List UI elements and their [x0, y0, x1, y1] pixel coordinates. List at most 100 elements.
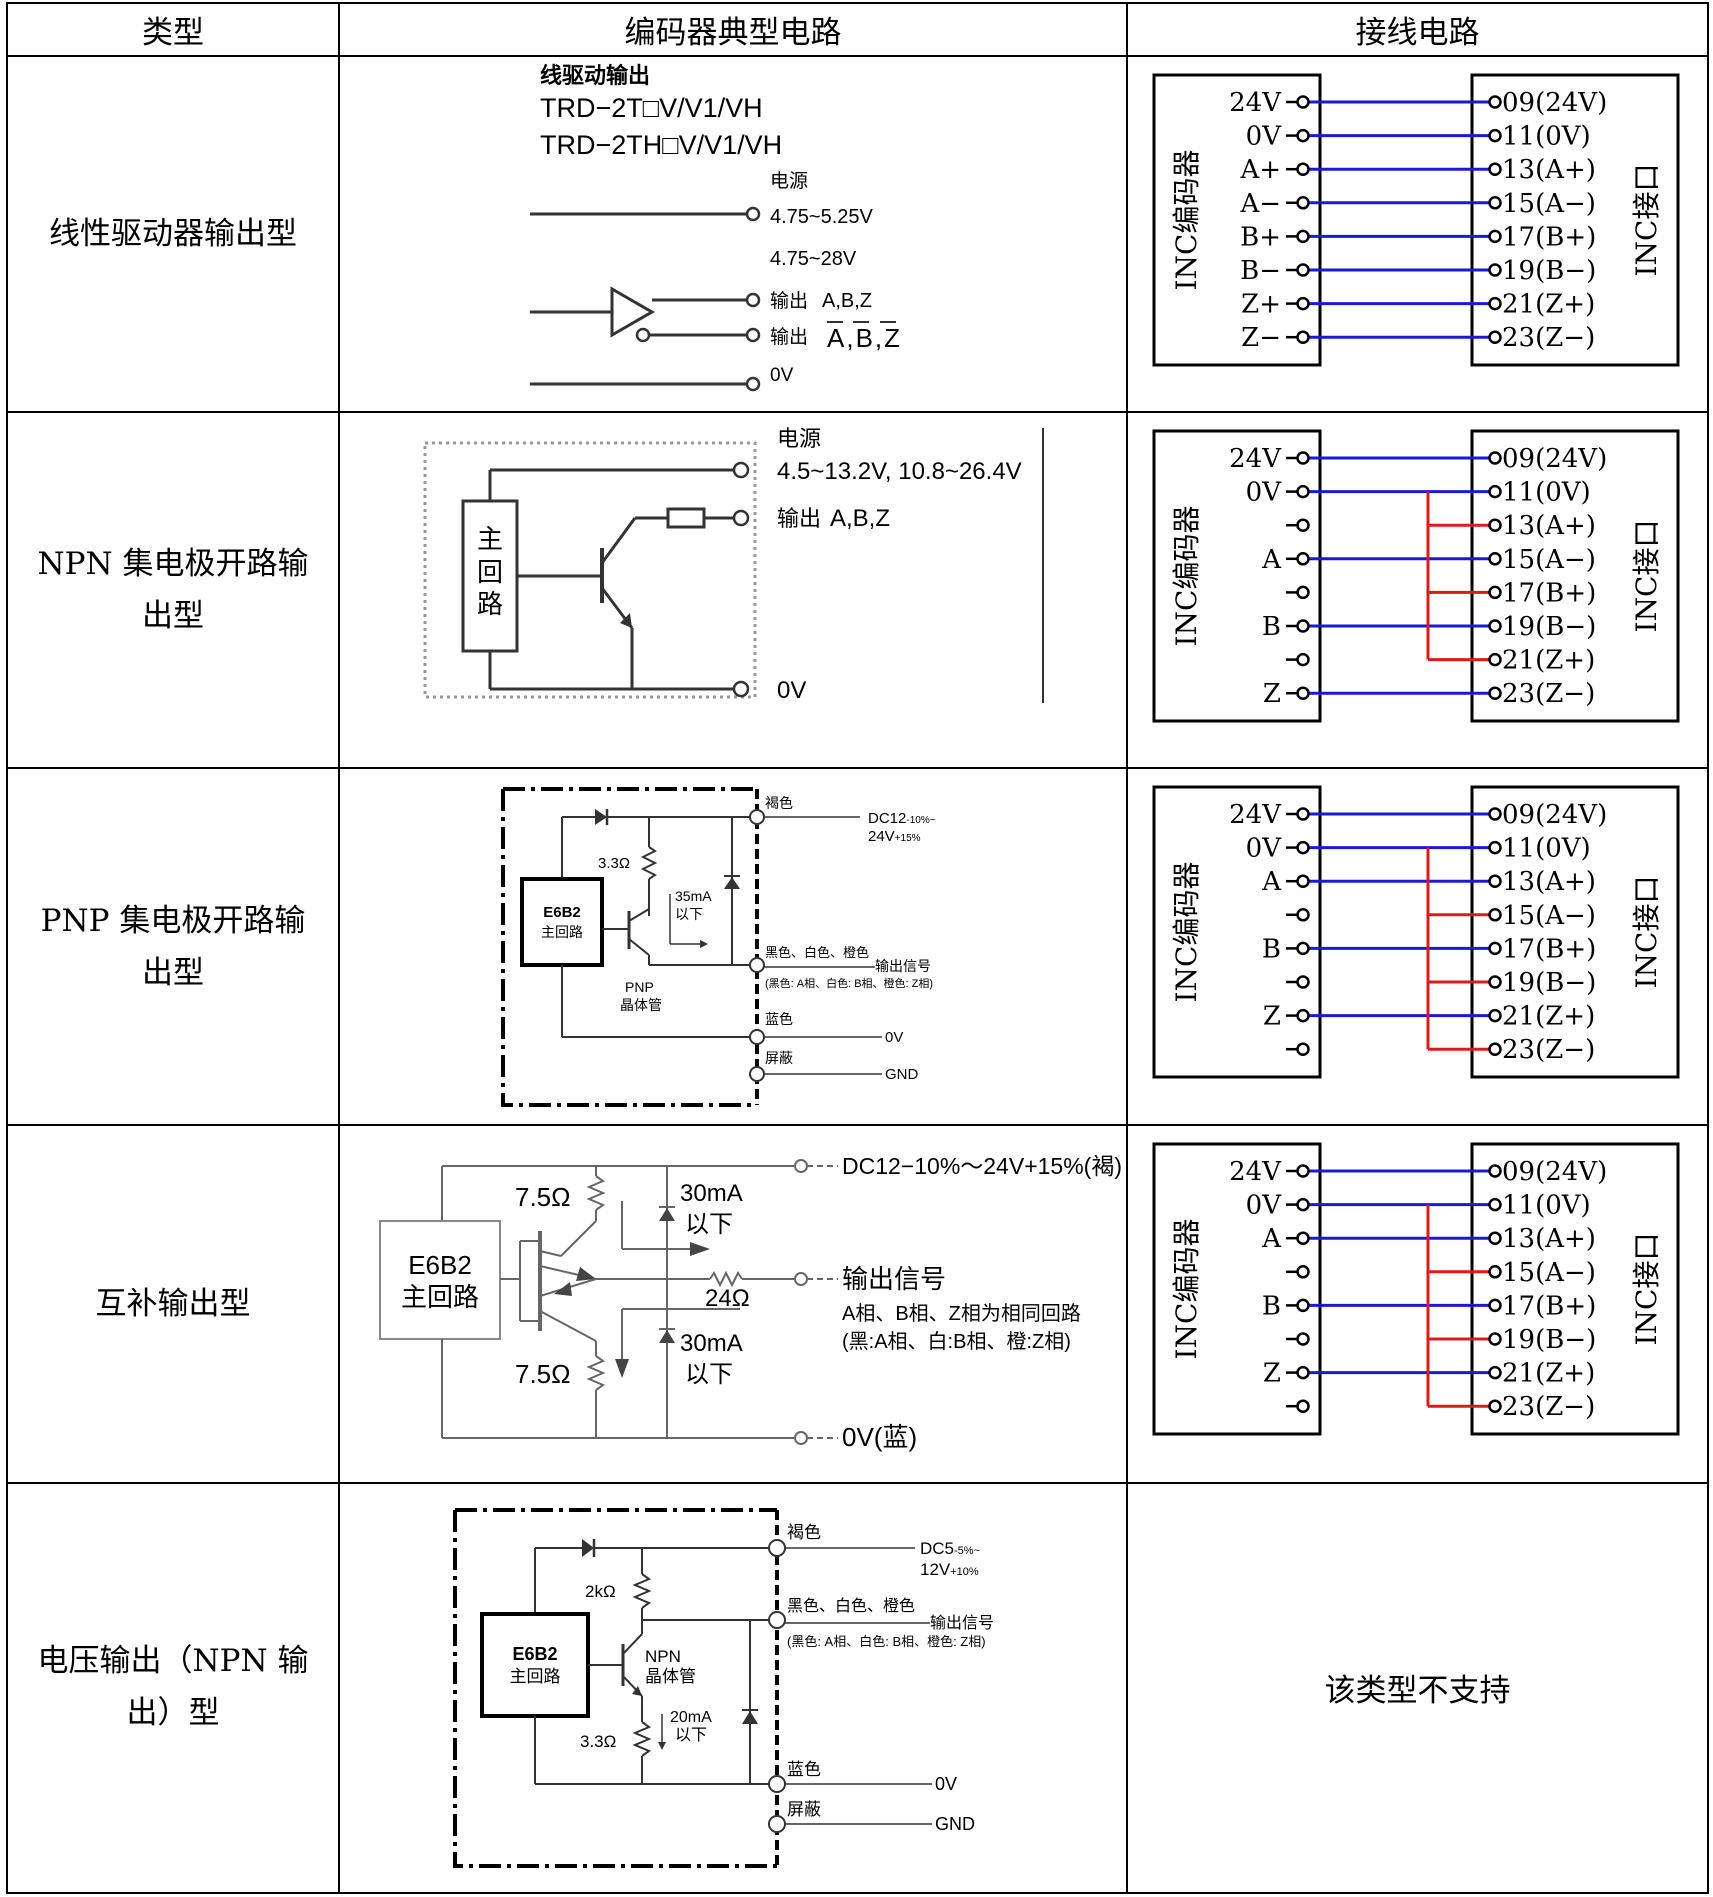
interface-pin-label: 21(Z+) [1502, 1002, 1595, 1032]
interface-pin-label: 13(A+) [1502, 867, 1596, 897]
encoder-pin-label: B [1262, 612, 1281, 642]
comp-signal: 输出信号 [842, 1264, 946, 1294]
interface-pin-label: 21(Z+) [1502, 290, 1595, 320]
pnp-shield: 屏蔽 [765, 1050, 793, 1066]
npn-voltage: 4.5~13.2V, 10.8~26.4V [777, 458, 1022, 485]
pnp-signal: 输出信号 [875, 958, 931, 974]
interface-pin-label: 13(A+) [1502, 511, 1596, 541]
comp-r2: 24Ω [705, 1285, 750, 1312]
pnp-dc2: 24V+15% [868, 828, 921, 845]
interface-label: INC接口 [1630, 876, 1663, 989]
encoder-pin-label: 0V [1246, 834, 1283, 864]
pnp-block2: 主回路 [541, 924, 583, 940]
type-complementary: 互补输出型 [95, 1286, 251, 1322]
interface-pin-terminal [1488, 1231, 1502, 1245]
encoder-pin-terminal [1296, 330, 1310, 344]
interface-pin-label: 21(Z+) [1502, 646, 1595, 676]
linear-out-label1: 输出 [770, 290, 808, 312]
encoder-pin-label: 0V [1246, 1191, 1283, 1221]
volt-block2: 主回路 [510, 1667, 561, 1686]
pnp-gnd: GND [885, 1066, 919, 1083]
linear-out2: A,B,Z [827, 323, 902, 353]
interface-label: INC接口 [1630, 1233, 1663, 1346]
table-divider-2 [1126, 2, 1128, 1894]
header-type: 类型 [142, 14, 204, 51]
linear-title: 线驱动输出 [540, 63, 650, 88]
interface-pin-terminal [1488, 1265, 1502, 1279]
encoder-pin-label: B [1262, 1291, 1281, 1321]
npn-main-char1: 主 [477, 524, 503, 554]
volt-shield: 屏蔽 [787, 1800, 821, 1819]
pnp-i: 35mA [675, 888, 712, 904]
type-npn: NPN 集电极开路输出型 [37, 546, 309, 634]
npn-supply: 电源 [777, 426, 821, 451]
encoder-pin-terminal [1296, 874, 1310, 888]
npn-out-label: 输出 [777, 506, 821, 531]
encoder-pin-label: B [1262, 934, 1281, 964]
encoder-pin-terminal [1296, 807, 1310, 821]
encoder-pin-terminal [1296, 908, 1310, 922]
table-border-bottom [6, 1892, 1709, 1894]
volt-dc2: 12V+10% [920, 1560, 979, 1579]
interface-pin-terminal [1488, 1008, 1502, 1023]
interface-pin-terminal [1488, 263, 1502, 277]
comp-phase2: (黑:A相、白:B相、橙:Z相) [842, 1330, 1071, 1353]
encoder-pin-label: A [1261, 867, 1282, 897]
type-linear: 线性驱动器输出型 [49, 216, 297, 252]
pnp-blue: 蓝色 [765, 1011, 793, 1027]
encoder-pin-label: Z [1263, 1359, 1281, 1389]
interface-pin-label: 15(A−) [1502, 545, 1596, 575]
interface-pin-terminal [1488, 552, 1502, 566]
interface-pin-label: 11(0V) [1502, 834, 1591, 864]
encoder-pin-terminal [1296, 1042, 1310, 1056]
type-pnp: PNP 集电极开路输出型 [40, 902, 306, 991]
interface-pin-label: 23(Z−) [1502, 323, 1595, 353]
interface-pin-terminal [1488, 196, 1502, 210]
interface-pin-terminal [1488, 95, 1502, 109]
npn-zero: 0V [777, 677, 806, 704]
interface-pin-terminal [1488, 162, 1502, 176]
encoder-pin-terminal [1296, 652, 1310, 667]
comp-block2: 主回路 [401, 1282, 479, 1312]
volt-zero: 0V [935, 1774, 957, 1794]
volt-i: 20mA [670, 1709, 712, 1726]
interface-pin-label: 09(24V) [1502, 800, 1607, 830]
interface-pin-terminal [1488, 451, 1502, 465]
encoder-pin-terminal [1296, 585, 1310, 600]
comp-i4: 以下 [685, 1361, 733, 1388]
encoder-pin-terminal [1296, 1008, 1310, 1023]
interface-pin-terminal [1488, 840, 1502, 855]
comp-r3: 7.5Ω [515, 1359, 571, 1389]
encoder-pin-terminal [1296, 1298, 1310, 1313]
circuit-linear-diagram: 线驱动输出 TRD−2T□V/V1/VH TRD−2TH□V/V1/VH 电源 … [530, 63, 902, 392]
interface-pin-label: 23(Z−) [1502, 1035, 1595, 1065]
pnp-phases: (黑色: A相、白色: B相、橙色: Z相) [765, 976, 933, 990]
encoder-label: INC编码器 [1170, 1219, 1203, 1360]
volt-brown: 褐色 [787, 1523, 821, 1542]
linear-out1: A,B,Z [822, 290, 872, 312]
interface-pin-terminal [1488, 1197, 1502, 1212]
interface-pin-label: 15(A−) [1502, 1258, 1596, 1288]
encoder-pin-terminal [1296, 1332, 1310, 1346]
circuit-pnp-diagram: E6B2 主回路 3.3Ω 35mA 以下 PNP 晶体管 褐色 DC12-10… [501, 787, 936, 1107]
encoder-pin-label: A− [1239, 189, 1281, 219]
encoder-pin-terminal [1296, 1231, 1310, 1245]
header-wiring: 接线电路 [1355, 14, 1480, 51]
encoder-pin-terminal [1296, 451, 1310, 465]
interface-pin-label: 17(B+) [1502, 222, 1596, 252]
comp-i2: 以下 [685, 1211, 733, 1238]
encoder-pin-label: Z− [1241, 323, 1281, 353]
encoder-pin-terminal [1296, 840, 1310, 855]
interface-pin-label: 11(0V) [1502, 478, 1591, 508]
comp-dc: DC12−10%～24V+15%(褐) [842, 1153, 1122, 1179]
interface-pin-label: 11(0V) [1502, 122, 1591, 152]
volt-colors: 黑色、白色、橙色 [787, 1597, 915, 1615]
interface-pin-terminal [1488, 941, 1502, 956]
row-divider [6, 1482, 1709, 1484]
linear-out-label2: 输出 [770, 326, 808, 348]
interface-pin-label: 19(B−) [1502, 1325, 1596, 1355]
interface-pin-label: 17(B+) [1502, 578, 1596, 608]
interface-pin-terminal [1488, 975, 1502, 989]
encoder-pin-terminal [1296, 518, 1310, 532]
